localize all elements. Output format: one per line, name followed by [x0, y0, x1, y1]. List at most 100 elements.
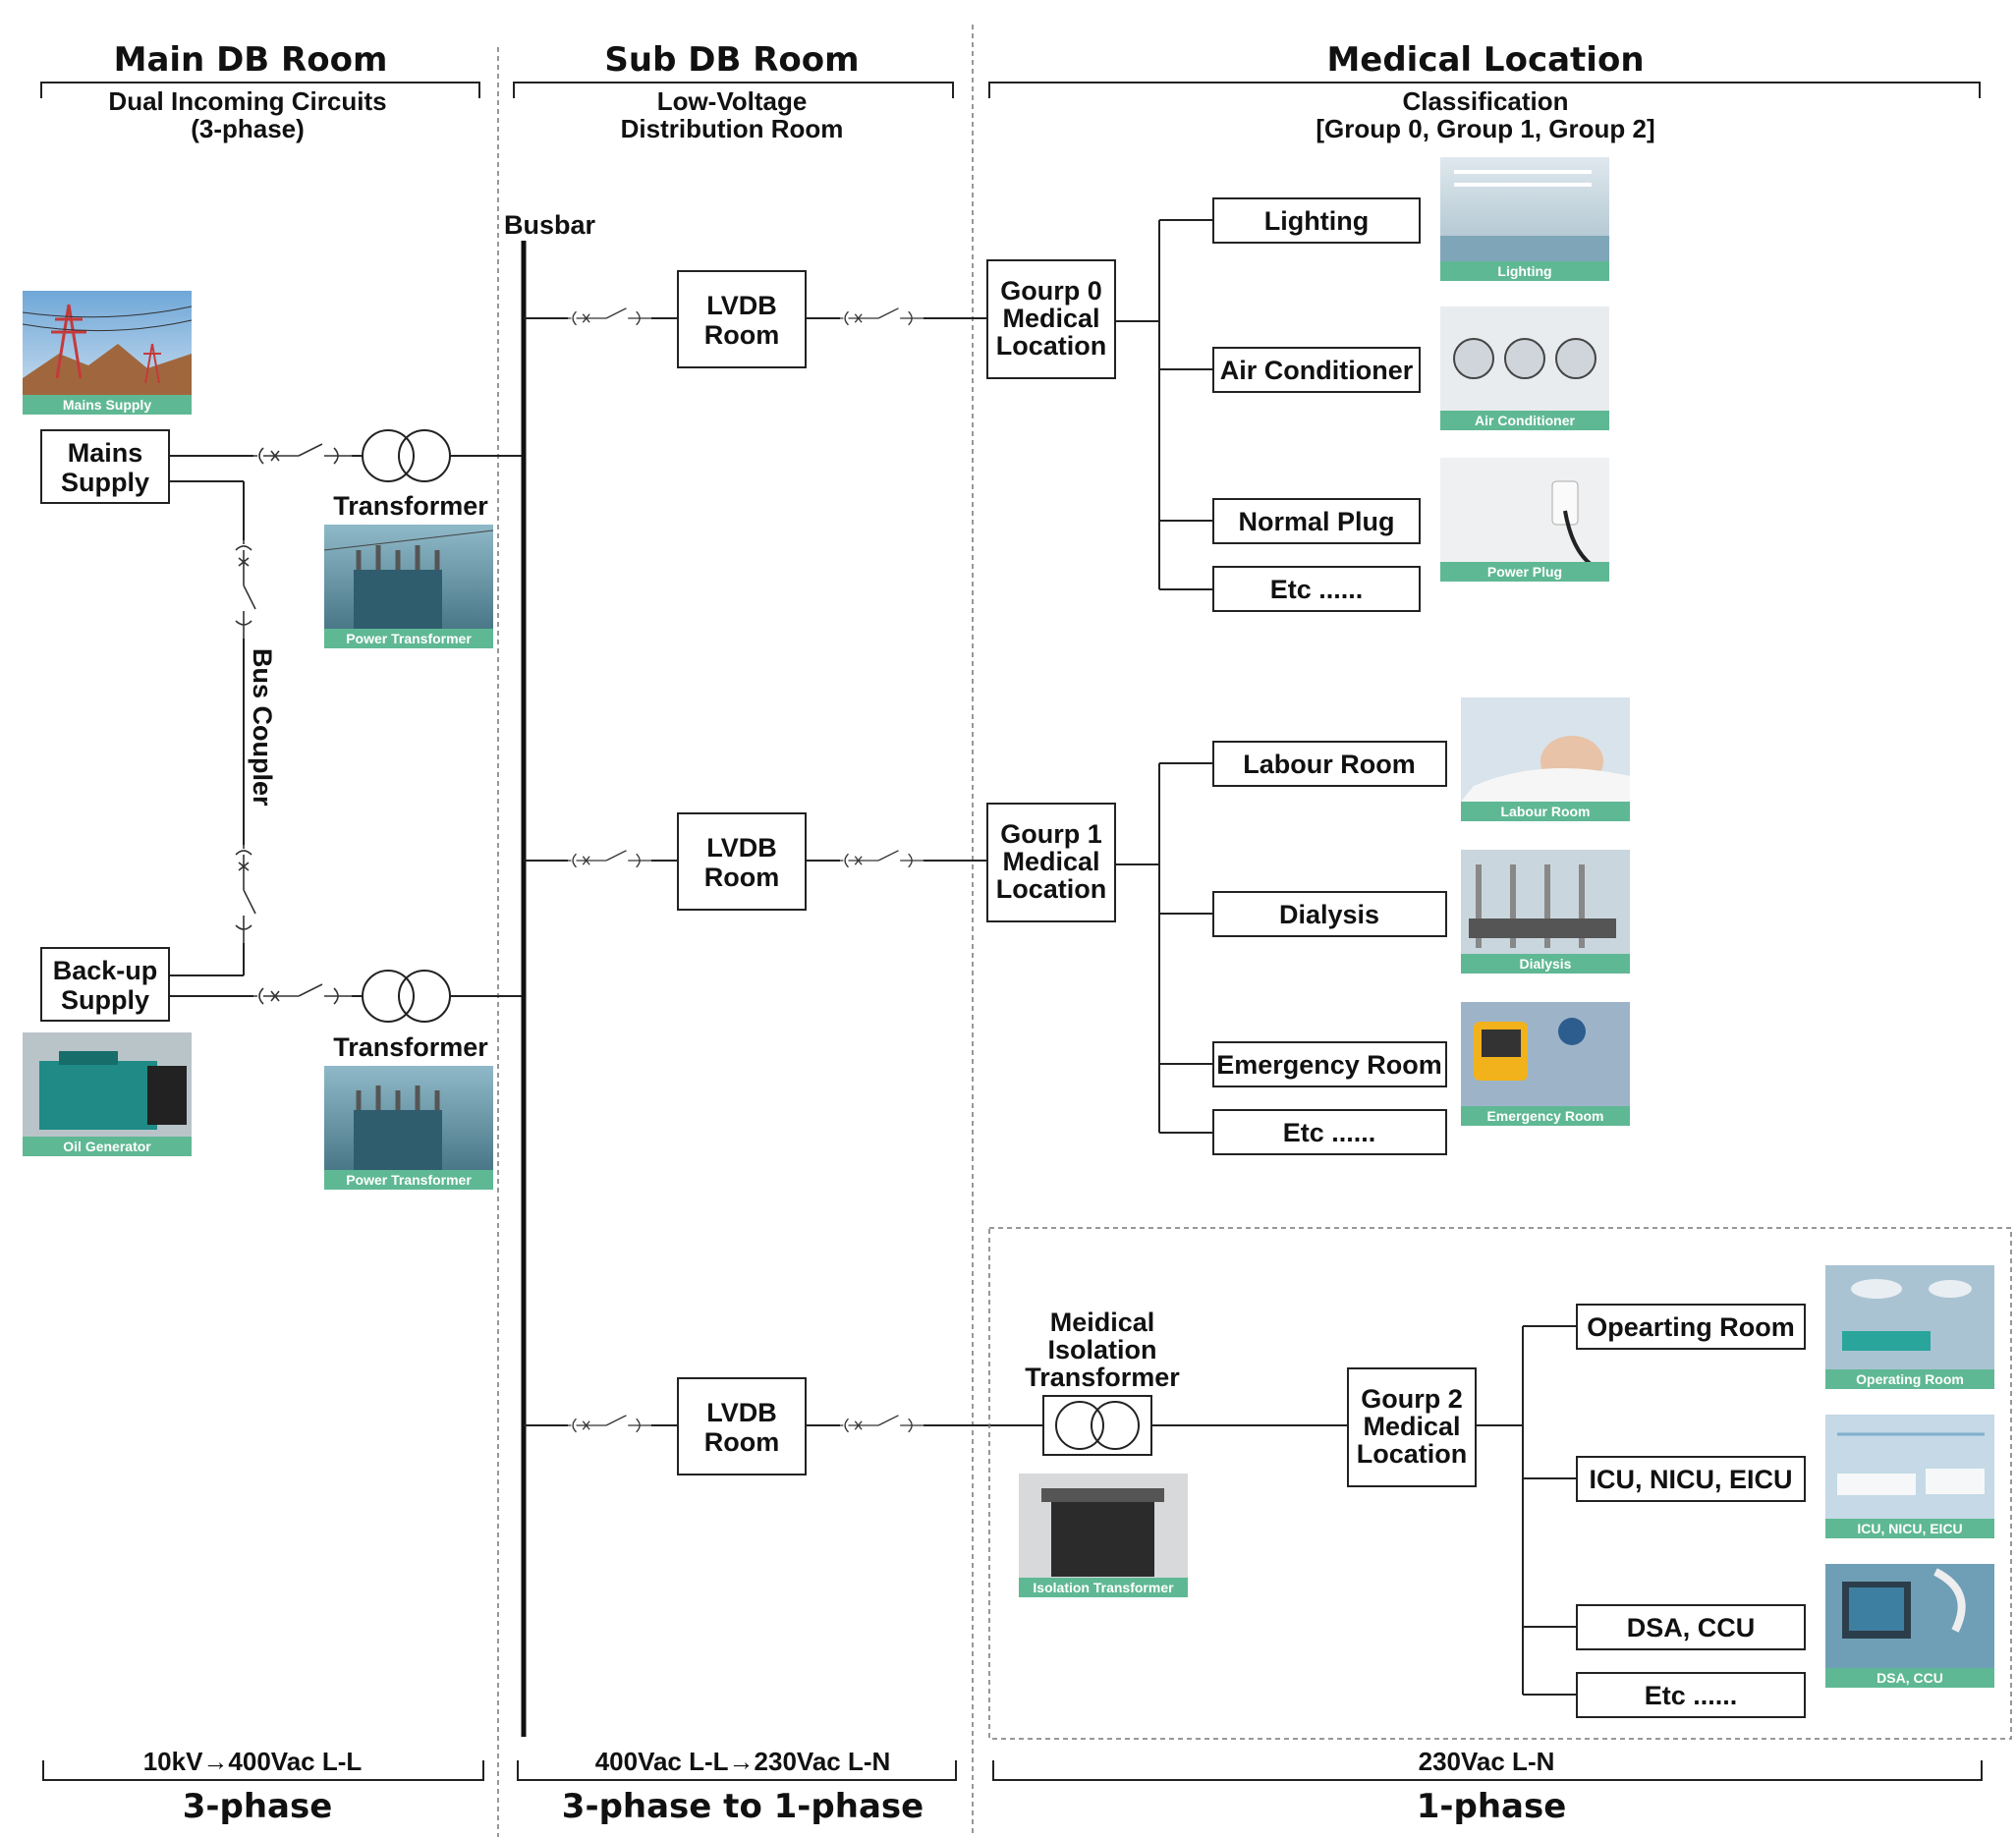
- isolation-transformer-label-2: Isolation: [1047, 1335, 1156, 1364]
- svg-text:DSA, CCU: DSA, CCU: [1876, 1670, 1943, 1686]
- svg-text:Emergency Room: Emergency Room: [1486, 1108, 1603, 1124]
- feeder-breaker-2: [567, 1415, 652, 1433]
- svg-text:LVDB: LVDB: [706, 833, 777, 863]
- svg-text:Isolation Transformer: Isolation Transformer: [1033, 1580, 1174, 1595]
- isolation-transformer-photo: Isolation Transformer: [1019, 1474, 1188, 1597]
- isolation-transformer-label: Meidical: [1050, 1308, 1155, 1337]
- svg-text:Dialysis: Dialysis: [1279, 900, 1379, 929]
- medical-phase-footer: 1-phase: [1417, 1787, 1567, 1826]
- busbar-label: Busbar: [504, 210, 596, 240]
- svg-text:Gourp 0: Gourp 0: [1000, 276, 1102, 306]
- svg-text:Power Transformer: Power Transformer: [346, 1172, 472, 1188]
- svg-text:Oil Generator: Oil Generator: [63, 1139, 151, 1154]
- main-db-subtitle: Dual Incoming Circuits: [108, 86, 386, 116]
- svg-text:LVDB: LVDB: [706, 291, 777, 320]
- svg-text:Room: Room: [704, 1427, 780, 1457]
- svg-text:Etc ......: Etc ......: [1270, 575, 1364, 604]
- medical-voltage-footer: 230Vac L-N: [1419, 1747, 1555, 1776]
- dsa-ccu-photo: DSA, CCU: [1825, 1564, 1994, 1688]
- group-1-load-dialysis: Dialysis: [1212, 891, 1447, 937]
- group-0-load-etc: Etc ......: [1212, 566, 1421, 612]
- group-2-load-etc: Etc ......: [1576, 1672, 1806, 1718]
- svg-text:Operating Room: Operating Room: [1856, 1371, 1964, 1387]
- backup-breaker: [252, 983, 353, 1005]
- svg-text:Lighting: Lighting: [1264, 206, 1369, 236]
- lvdb-breaker-0: [839, 306, 924, 326]
- power-plug-photo: Power Plug: [1440, 458, 1609, 582]
- sub-phase-footer: 3-phase to 1-phase: [562, 1787, 924, 1826]
- main-db-subtitle-2: (3-phase): [191, 114, 305, 143]
- svg-text:Medical: Medical: [1002, 304, 1099, 333]
- group-2-load-operating-room: Opearting Room: [1576, 1304, 1806, 1350]
- lighting-photo: Lighting: [1440, 157, 1609, 281]
- mains-supply-caption: Mains Supply: [63, 397, 151, 413]
- group-1-load-emergency-room: Emergency Room: [1212, 1041, 1447, 1087]
- svg-text:Normal Plug: Normal Plug: [1238, 507, 1394, 536]
- medical-location-title: Medical Location: [1326, 40, 1644, 80]
- oil-generator-photo: Oil Generator: [23, 1032, 192, 1156]
- svg-text:Gourp 1: Gourp 1: [1000, 819, 1102, 849]
- mains-breaker: [252, 443, 353, 465]
- group-0-load-air-conditioner: Air Conditioner: [1212, 347, 1421, 393]
- svg-text:Etc ......: Etc ......: [1283, 1118, 1376, 1147]
- dialysis-photo: Dialysis: [1461, 850, 1630, 974]
- feeder-breaker-1: [567, 849, 652, 868]
- mains-supply-box: Mains Supply: [40, 429, 170, 504]
- bus-coupler-breaker-top: [235, 539, 256, 640]
- sub-db-subtitle: Low-Voltage: [657, 86, 808, 116]
- svg-text:Supply: Supply: [61, 468, 149, 497]
- group-0-location-box: Gourp 0 Medical Location: [986, 259, 1116, 379]
- backup-supply-box: Back-up Supply: [40, 947, 170, 1022]
- svg-text:Etc ......: Etc ......: [1645, 1681, 1738, 1710]
- svg-text:Mains: Mains: [68, 438, 143, 468]
- medical-location-subtitle-2: [Group 0, Group 1, Group 2]: [1316, 114, 1654, 143]
- group-0-load-lighting: Lighting: [1212, 197, 1421, 244]
- lvdb-room-0: LVDB Room: [677, 270, 807, 368]
- main-voltage-footer: 10kV→400Vac L-L: [143, 1747, 363, 1776]
- isolation-transformer-symbol: [1042, 1395, 1152, 1456]
- lvdb-breaker-1: [839, 849, 924, 868]
- group-2-enclosure: [988, 1227, 2012, 1740]
- sub-db-subtitle-2: Distribution Room: [621, 114, 844, 143]
- svg-text:Air Conditioner: Air Conditioner: [1475, 413, 1575, 428]
- group-2-load-dsa-ccu: DSA, CCU: [1576, 1604, 1806, 1650]
- svg-text:DSA, CCU: DSA, CCU: [1627, 1613, 1756, 1642]
- lvdb-room-1: LVDB Room: [677, 812, 807, 911]
- mains-supply-photo: Mains Supply: [22, 291, 193, 415]
- main-db-title: Main DB Room: [114, 40, 388, 80]
- svg-text:Medical: Medical: [1363, 1412, 1460, 1441]
- emergency-room-photo: Emergency Room: [1461, 1002, 1630, 1126]
- operating-room-photo: Operating Room: [1825, 1265, 1994, 1389]
- mains-transformer-symbol: [362, 429, 451, 482]
- bus-coupler-label: Bus Coupler: [248, 648, 277, 807]
- backup-transformer-symbol: [362, 970, 451, 1023]
- feeder-breaker-0: [567, 306, 652, 326]
- svg-text:Labour Room: Labour Room: [1243, 750, 1416, 779]
- svg-text:Location: Location: [996, 331, 1107, 361]
- svg-text:Labour Room: Labour Room: [1501, 804, 1591, 819]
- svg-text:Lighting: Lighting: [1497, 263, 1551, 279]
- group-2-location-box: Gourp 2 Medical Location: [1347, 1367, 1477, 1487]
- medical-location-subtitle: Classification: [1402, 86, 1568, 116]
- svg-text:Medical: Medical: [1002, 847, 1099, 876]
- main-phase-footer: 3-phase: [183, 1787, 333, 1826]
- svg-text:Emergency Room: Emergency Room: [1216, 1050, 1442, 1080]
- lvdb-room-2: LVDB Room: [677, 1377, 807, 1475]
- svg-text:Location: Location: [996, 874, 1107, 904]
- svg-text:Opearting Room: Opearting Room: [1587, 1312, 1795, 1342]
- isolation-transformer-label-3: Transformer: [1025, 1363, 1180, 1392]
- svg-text:Back-up: Back-up: [53, 956, 158, 985]
- bus-coupler-breaker-bottom: [235, 844, 256, 944]
- lvdb-breaker-2: [839, 1415, 924, 1433]
- icu-photo: ICU, NICU, EICU: [1825, 1415, 1994, 1538]
- svg-text:Room: Room: [704, 863, 780, 892]
- group-2-load-icu: ICU, NICU, EICU: [1576, 1456, 1806, 1502]
- svg-text:ICU, NICU, EICU: ICU, NICU, EICU: [1589, 1465, 1792, 1494]
- svg-text:Dialysis: Dialysis: [1520, 956, 1572, 972]
- svg-text:LVDB: LVDB: [706, 1398, 777, 1427]
- sub-voltage-footer: 400Vac L-L→230Vac L-N: [595, 1747, 891, 1776]
- group-1-load-etc: Etc ......: [1212, 1109, 1447, 1155]
- svg-text:Power Plug: Power Plug: [1487, 564, 1562, 580]
- svg-text:Air Conditioner: Air Conditioner: [1220, 356, 1414, 385]
